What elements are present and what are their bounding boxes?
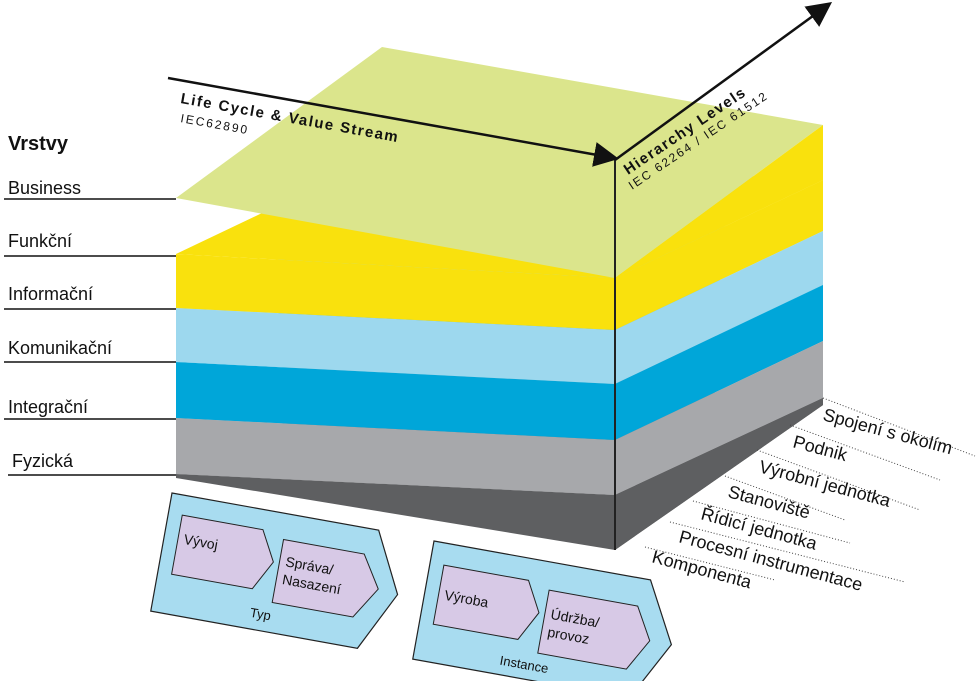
layer-label-funkcni: Funkční [8, 231, 72, 251]
level-leader-2 [756, 449, 921, 511]
stack-right-face-lightblue [615, 231, 823, 384]
step-udrzba-label-2: provoz [546, 624, 590, 647]
layer-integracni-side [176, 418, 615, 495]
step-sprava [271, 538, 379, 618]
step-vyvoj [171, 514, 274, 590]
layer-label-komunikacni: Komunikační [8, 338, 112, 358]
layer-labels: Vrstvy Business Funkční Informační Komun… [4, 133, 176, 476]
life-cycle-group-typ: Vývoj Správa/ Nasazení Typ [150, 492, 399, 649]
stack-right-face-blue [615, 285, 823, 440]
hierarchy-arrow [614, 2, 833, 162]
step-udrzba [537, 589, 651, 670]
layer-label-fyzicka: Fyzická [12, 451, 74, 471]
stack-right-face-grey [615, 341, 823, 495]
life-cycle-group-instance: Výroba Údržba/ provoz Instance [412, 540, 673, 681]
layer-informacni-side [176, 308, 615, 384]
layers-title: Vrstvy [8, 133, 69, 155]
layer-stack [176, 47, 823, 550]
step-vyvoj-label: Vývoj [183, 531, 220, 553]
layer-business [176, 47, 823, 278]
level-leader-3 [724, 475, 846, 521]
level-label-1: Podnik [791, 432, 850, 466]
layer-funkcni-side [176, 254, 615, 330]
layer-business-top [176, 47, 823, 278]
layer-komunikacni-side [176, 362, 615, 440]
stack-right-face [615, 125, 823, 278]
group-typ-label: Typ [249, 605, 272, 623]
level-leader-6 [644, 546, 776, 581]
layer-label-informacni: Informační [8, 284, 93, 304]
level-leader-4 [692, 500, 851, 544]
step-vyroba-label: Výroba [443, 587, 490, 611]
stack-right-face-yellow [615, 180, 823, 330]
stack-right-face-dark [615, 398, 823, 550]
life-cycle-arrow [167, 76, 619, 167]
layer-fyzicka-side [176, 474, 615, 550]
level-leader-0 [822, 397, 976, 457]
layer-label-business: Business [8, 178, 81, 198]
step-vyroba [432, 564, 540, 640]
layer-label-integracni: Integrační [8, 397, 88, 417]
